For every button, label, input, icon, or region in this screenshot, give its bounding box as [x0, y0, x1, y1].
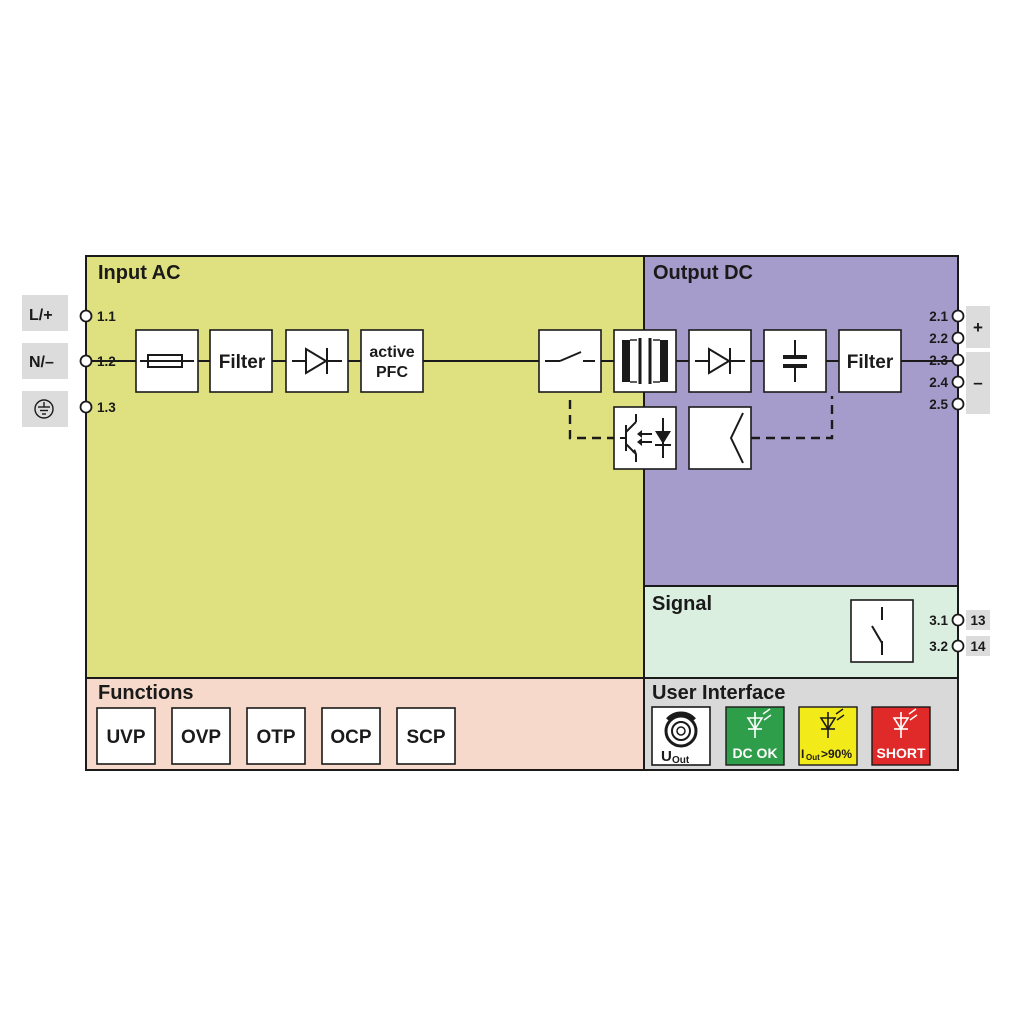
svg-text:SCP: SCP — [406, 727, 445, 748]
terminal-2-3 — [951, 353, 965, 367]
terminal-2-2 — [951, 331, 965, 345]
optocoupler-block — [613, 406, 677, 470]
fuse-block — [135, 329, 199, 393]
signal-relay-block — [850, 599, 914, 663]
terminal-2-5 — [951, 397, 965, 411]
terminal-1-3 — [79, 400, 93, 414]
section-title-signal: Signal — [652, 593, 712, 615]
svg-text:UVP: UVP — [106, 727, 145, 748]
function-ocp: OCP — [321, 707, 381, 765]
input-ac-section — [86, 256, 644, 678]
pin-3-2: 3.2 — [929, 639, 948, 654]
led-short-label: SHORT — [877, 745, 926, 761]
section-title-user-interface: User Interface — [652, 682, 785, 704]
signal-tab-14 — [966, 636, 990, 656]
led-iout-label-sub: Out — [806, 753, 820, 762]
input-filter-label: Filter — [219, 352, 266, 373]
svg-text:OVP: OVP — [181, 727, 221, 748]
led-icon — [892, 708, 918, 738]
terminal-3-2 — [951, 639, 965, 653]
output-filter-block: Filter — [838, 329, 902, 393]
signal-num-14: 14 — [970, 639, 986, 654]
pin-2-1: 2.1 — [929, 309, 948, 324]
function-ovp: OVP — [171, 707, 231, 765]
terminal-3-1 — [951, 613, 965, 627]
terminal-tab-n — [22, 343, 68, 379]
led-iout-label-tail: >90% — [821, 747, 852, 761]
pin-2-4: 2.4 — [929, 375, 948, 390]
controller-block — [688, 406, 752, 470]
section-title-input-ac: Input AC — [98, 262, 181, 284]
led-dc-ok-label: DC OK — [732, 745, 777, 761]
pot-label-sub: Out — [672, 755, 690, 766]
pin-1-3: 1.3 — [97, 400, 116, 415]
pfc-label-line2: PFC — [376, 364, 408, 381]
pin-2-3: 2.3 — [929, 353, 948, 368]
terminal-1-1 — [79, 309, 93, 323]
function-uvp: UVP — [96, 707, 156, 765]
terminal-tab-pe — [22, 391, 68, 427]
transformer-block — [613, 329, 677, 393]
output-filter-label: Filter — [847, 352, 894, 373]
signal-num-13: 13 — [970, 613, 986, 628]
led-dc-ok: DC OK — [725, 706, 785, 766]
terminal-2-4 — [951, 375, 965, 389]
uout-potentiometer[interactable]: U Out — [651, 706, 711, 766]
led-short: SHORT — [871, 706, 931, 766]
section-title-output-dc: Output DC — [653, 262, 753, 284]
terminal-label-l: L/+ — [29, 307, 53, 324]
capacitor-block — [763, 329, 827, 393]
pot-label-main: U — [661, 748, 672, 765]
pfc-label-line1: active — [369, 344, 414, 361]
pin-3-1: 3.1 — [929, 613, 948, 628]
terminal-tab-plus — [966, 306, 990, 348]
pin-2-2: 2.2 — [929, 331, 948, 346]
svg-text:OCP: OCP — [330, 727, 372, 748]
terminal-tab-l — [22, 295, 68, 331]
function-scp: SCP — [396, 707, 456, 765]
led-icon — [819, 708, 845, 738]
terminal-label-n: N/– — [29, 354, 54, 371]
pin-1-1: 1.1 — [97, 309, 116, 324]
rectifier-block — [285, 329, 349, 393]
led-icon — [746, 708, 772, 738]
function-otp: OTP — [246, 707, 306, 765]
signal-tab-13 — [966, 610, 990, 630]
pin-2-5: 2.5 — [929, 397, 948, 412]
input-filter-block: Filter — [209, 329, 273, 393]
output-plus-label: + — [973, 318, 983, 337]
ground-icon — [34, 399, 54, 419]
terminal-2-1 — [951, 309, 965, 323]
output-minus-label: – — [973, 373, 982, 392]
led-iout-label-main: I — [801, 747, 804, 761]
active-pfc-block: active PFC — [360, 329, 424, 393]
led-iout-90: I Out >90% — [798, 706, 858, 766]
terminal-1-2 — [79, 354, 93, 368]
svg-text:OTP: OTP — [256, 727, 295, 748]
output-rectifier-block — [688, 329, 752, 393]
terminal-tab-minus — [966, 352, 990, 414]
switch-block — [538, 329, 602, 393]
section-title-functions: Functions — [98, 682, 194, 704]
